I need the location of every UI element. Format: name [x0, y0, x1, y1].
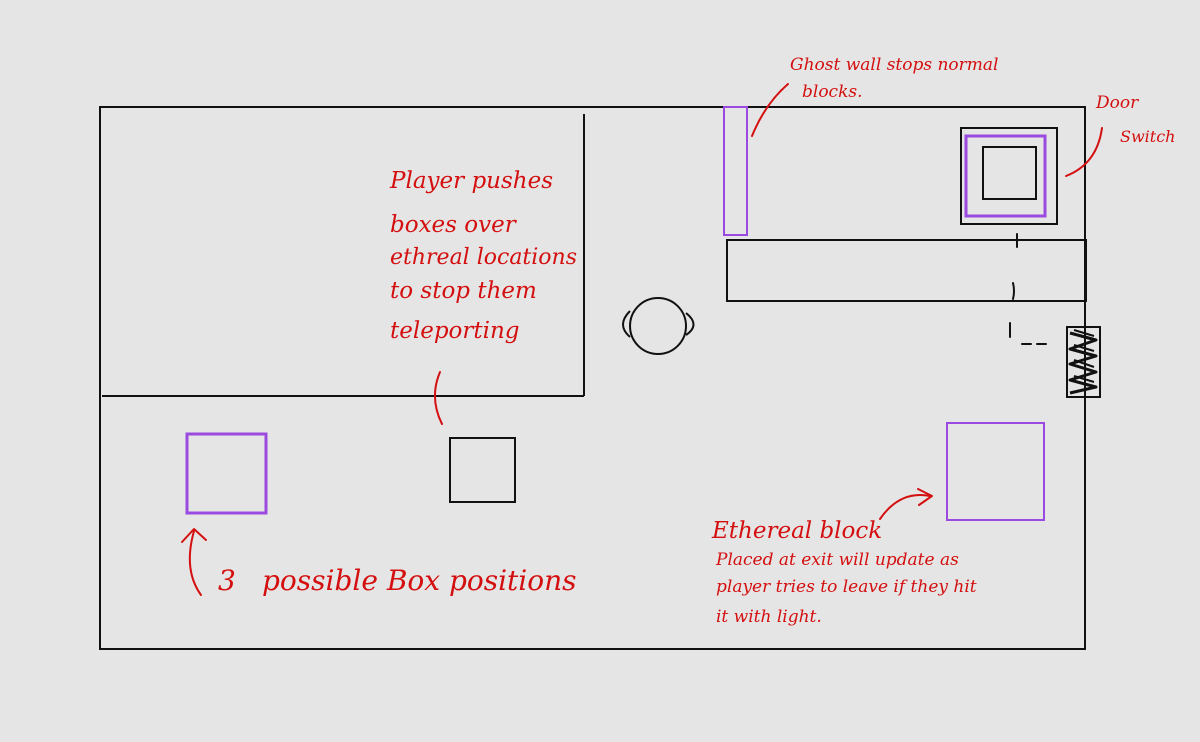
- ghost-wall-note: Ghost wall stops normal blocks.: [790, 55, 1004, 102]
- player-pushes-note-line: boxes over: [390, 212, 518, 238]
- ethereal-block-arrow-shaft: [879, 494, 931, 520]
- door-switch-note: Door Switch: [1095, 93, 1175, 146]
- ethereal-block-note-line: player tries to leave if they hit: [716, 577, 977, 597]
- player-icon: [622, 297, 695, 355]
- box-positions-arrow-head: [181, 528, 207, 543]
- corridor-block: [726, 239, 1087, 302]
- ethereal-block-note: Ethereal block Placed at exit will updat…: [711, 518, 982, 627]
- door-switch-pointer: [1065, 127, 1103, 177]
- door-switch-note-line: Door: [1095, 93, 1139, 113]
- door-switch-base: [960, 127, 1058, 225]
- ghost-wall-pointer: [751, 83, 789, 137]
- room-walls: [99, 106, 1086, 650]
- player-pushes-note: Player pushes boxes over ethreal locatio…: [389, 168, 584, 344]
- box-positions-note-text: possible Box positions: [262, 564, 577, 597]
- ghost-wall-note-line: Ghost wall stops normal: [790, 55, 999, 75]
- ethereal-block-arrow-head: [917, 488, 933, 506]
- outer-wall: [99, 106, 1086, 650]
- door-switch-ethereal-outline: [964, 134, 1047, 218]
- box-positions-number: 3: [218, 564, 236, 597]
- box-positions-arrow-shaft: [188, 530, 202, 596]
- ethereal-block-note-line: Placed at exit will update as: [715, 550, 959, 570]
- ethereal-box-location: [185, 432, 268, 515]
- player-pushes-note-line: teleporting: [390, 318, 520, 344]
- box-positions-note: possible Box positions: [262, 564, 577, 597]
- player-pushes-note-line: Player pushes: [389, 168, 553, 194]
- door-switch-note-line: Switch: [1120, 127, 1175, 146]
- pushable-box: [449, 437, 516, 503]
- annotation-strokes: [181, 83, 1103, 596]
- light-beam-path: [1009, 233, 1047, 345]
- door-switch: [960, 127, 1058, 225]
- ethereal-block-note-line: Ethereal block: [711, 518, 882, 544]
- ethereal-block-note-line: it with light.: [716, 607, 822, 627]
- player-pushes-note-line: ethreal locations: [390, 245, 577, 270]
- door-switch-plate: [982, 146, 1037, 200]
- box-positions-number-text: 3: [218, 564, 236, 597]
- pushable-box-pointer: [434, 371, 443, 425]
- exit-door: [1066, 326, 1101, 398]
- player-pushes-note-line: to stop them: [390, 278, 537, 304]
- ghost-wall: [723, 106, 748, 236]
- ghost-wall-note-line: blocks.: [802, 82, 863, 102]
- ethereal-block-exit: [946, 422, 1045, 521]
